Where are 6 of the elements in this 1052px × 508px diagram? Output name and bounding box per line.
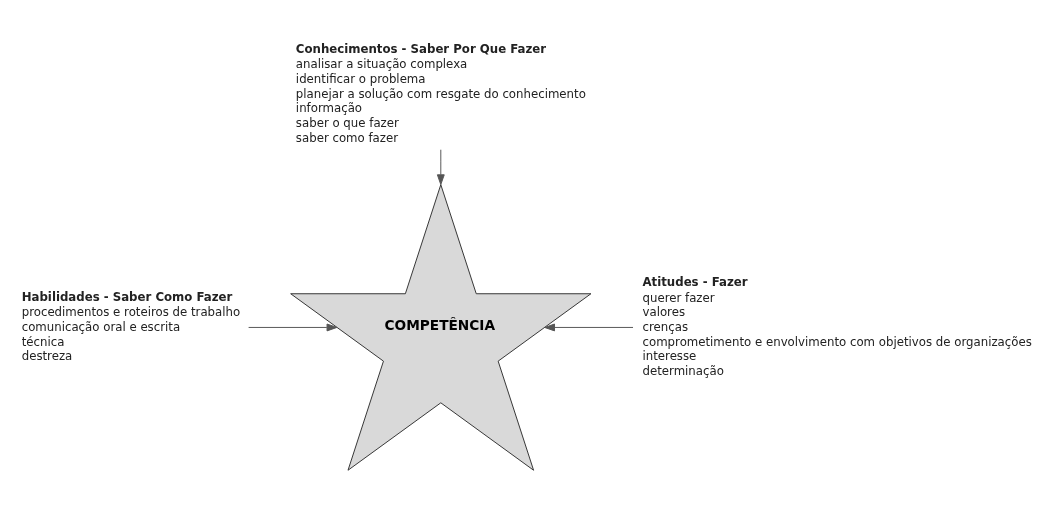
- arrow: [436, 148, 445, 185]
- arrow: [248, 323, 338, 331]
- node-text: Atitudes - Fazer querer fazer valores crenças comprometimento e envolvimento com objetivos de organizações interesse determinação: [642, 274, 1032, 378]
- node-text: Habilidades - Saber Como Fazer procedimentos e roteiros de trabalho comunicação oral e escrita técnica destreza: [21, 289, 241, 363]
- arrow: [544, 323, 634, 331]
- node-text: Conhecimentos - Saber Por Que Fazer analisar a situação complexa identificar o problema planejar a solução com resgate do conhecimento informação saber o que fazer saber como fazer: [295, 41, 586, 145]
